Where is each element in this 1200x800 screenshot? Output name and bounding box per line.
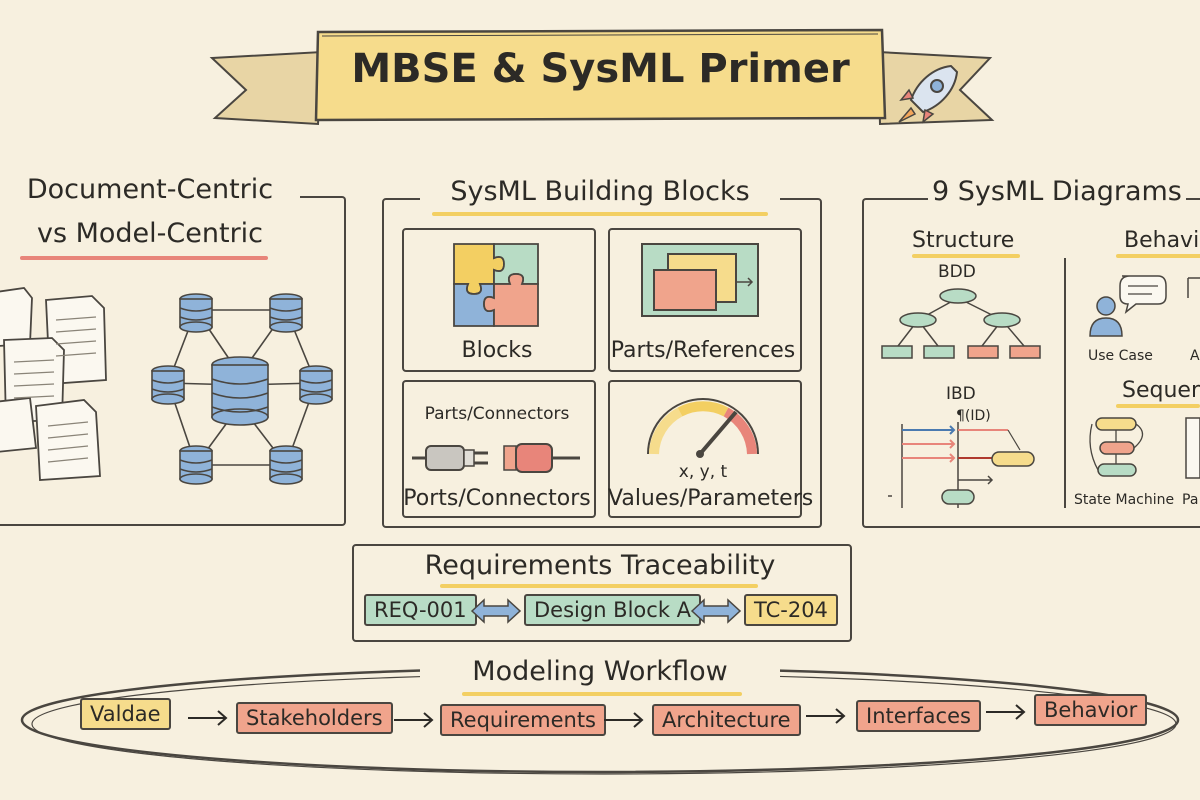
cell-caption-values: x, y, t: [678, 462, 728, 482]
ibd-note: ¶(ID): [956, 408, 991, 424]
workflow-step: Valdae: [80, 698, 171, 730]
ibd-sequence-icon: [888, 422, 1035, 508]
panel-title-line1: Document-Centric: [0, 174, 300, 205]
state-machine-label: State Machine: [1074, 492, 1175, 508]
blocks-cell: [402, 228, 596, 372]
panel-title: SysML Building Blocks: [420, 176, 780, 207]
nested-parts-icon: [641, 243, 759, 317]
workflow-step: Requirements: [440, 704, 606, 736]
rocket-icon: [898, 64, 959, 124]
panel-title: 9 SysML Diagrams: [928, 176, 1186, 207]
traceability-title: Requirements Traceability: [424, 550, 776, 581]
use-case-label: Use Case: [1088, 348, 1153, 364]
workflow-step: Behavior: [1034, 694, 1148, 726]
document-stack-icon: [0, 287, 107, 481]
arrow-right-icon: [394, 712, 434, 728]
plug-connector-icon: [412, 443, 580, 473]
bdd-label: BDD: [938, 262, 976, 282]
arrow-right-icon: [986, 704, 1026, 720]
puzzle-icon: [453, 243, 539, 327]
trace-item-design: Design Block A: [524, 594, 702, 626]
state-machine-icon: [1089, 417, 1200, 479]
panel-title-line2: vs Model-Centric: [36, 218, 264, 249]
double-arrow-icon: [470, 598, 522, 624]
arrow-right-icon: [806, 708, 846, 724]
page-title: MBSE & SysML Primer: [351, 46, 850, 92]
partial-label: Pa: [1182, 492, 1199, 508]
use-case-actor-icon: [1089, 275, 1200, 337]
double-arrow-icon: [690, 598, 742, 624]
arrow-right-icon: [604, 712, 644, 728]
sequence-heading: Sequenc: [1122, 378, 1200, 403]
use-case-partial-label: A: [1190, 348, 1200, 364]
parts-references-cell: [608, 228, 802, 372]
cell-label-parts-references: Parts/References: [610, 338, 796, 363]
arrow-right-icon: [188, 710, 228, 726]
workflow-title: Modeling Workflow: [420, 656, 780, 687]
banner-ribbon-icon: [209, 28, 995, 126]
cell-caption-parts-connectors: Parts/Connectors: [424, 404, 570, 424]
workflow-step: Architecture: [652, 704, 801, 736]
workflow-step: Stakeholders: [236, 702, 393, 734]
behavior-heading: Behavio: [1124, 228, 1200, 253]
trace-item-test: TC-204: [744, 594, 838, 626]
ports-connectors-cell: [402, 380, 596, 518]
cell-label-ports-connectors: Ports/Connectors: [403, 486, 591, 511]
cell-label-values-parameters: Values/Parameters: [608, 486, 814, 511]
bdd-tree-icon: [881, 288, 1041, 359]
workflow-step: Interfaces: [856, 700, 981, 732]
values-parameters-cell: [608, 380, 802, 518]
ibd-label: IBD: [946, 384, 976, 404]
structure-heading: Structure: [912, 228, 1015, 253]
trace-item-req: REQ-001: [364, 594, 477, 626]
gauge-icon: [647, 398, 759, 458]
cell-label-blocks: Blocks: [461, 338, 533, 363]
database-network-icon: [151, 293, 333, 485]
